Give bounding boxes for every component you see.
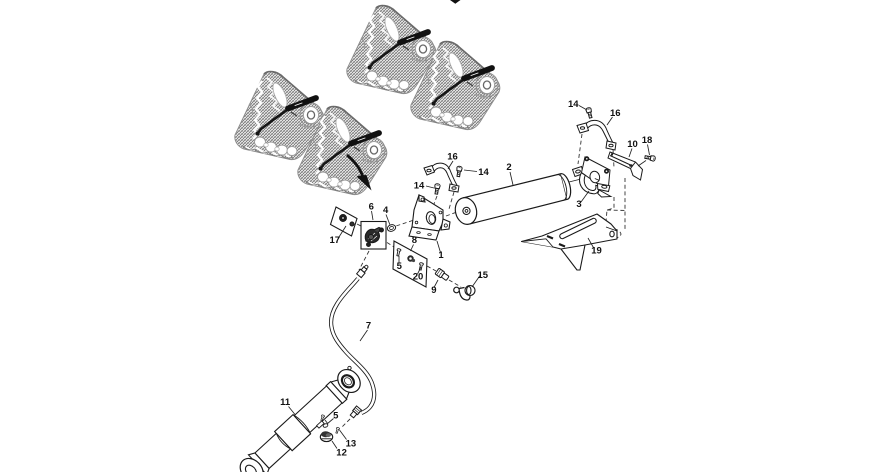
svg-text:14: 14 xyxy=(414,181,425,192)
svg-text:3: 3 xyxy=(576,199,581,210)
svg-text:9: 9 xyxy=(431,285,436,296)
svg-text:7: 7 xyxy=(366,321,371,332)
svg-text:4: 4 xyxy=(383,205,389,216)
svg-text:18: 18 xyxy=(642,135,653,146)
svg-text:14: 14 xyxy=(568,99,579,110)
svg-text:5: 5 xyxy=(397,261,403,272)
svg-text:5: 5 xyxy=(333,411,339,422)
svg-text:19: 19 xyxy=(591,246,602,257)
svg-text:12: 12 xyxy=(336,448,347,459)
svg-text:16: 16 xyxy=(610,108,621,119)
svg-text:20: 20 xyxy=(413,272,424,283)
svg-text:10: 10 xyxy=(627,139,638,150)
svg-text:16: 16 xyxy=(447,152,458,163)
svg-text:13: 13 xyxy=(346,439,357,450)
svg-text:1: 1 xyxy=(438,250,444,261)
svg-text:6: 6 xyxy=(369,202,374,213)
svg-text:11: 11 xyxy=(280,397,291,408)
svg-text:8: 8 xyxy=(412,235,417,246)
svg-text:17: 17 xyxy=(330,235,341,246)
svg-text:2: 2 xyxy=(506,162,511,173)
svg-text:14: 14 xyxy=(478,167,489,178)
svg-text:15: 15 xyxy=(478,270,489,281)
